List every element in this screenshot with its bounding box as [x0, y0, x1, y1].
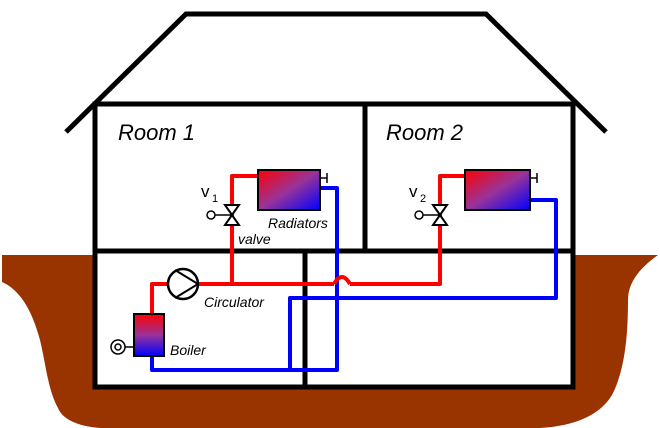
room-2-label: Room 2 — [386, 120, 463, 145]
room-1-label: Room 1 — [118, 120, 195, 145]
v1-subscript: 1 — [212, 193, 218, 205]
valve-1-icon — [206, 204, 241, 226]
v1-label: v — [201, 182, 210, 201]
circulator-label: Circulator — [204, 294, 265, 310]
v2-subscript: 2 — [420, 193, 426, 205]
hot-supply-pipes — [150, 174, 465, 314]
valve-2-icon — [414, 204, 449, 226]
radiator-2 — [464, 169, 538, 211]
valve-label: valve — [238, 231, 271, 247]
roof — [64, 11, 608, 134]
circulator-icon — [166, 267, 200, 301]
boiler-label: Boiler — [170, 342, 207, 358]
cold-return-pipes — [150, 186, 558, 372]
radiators-label: Radiators — [268, 215, 328, 231]
radiator-1 — [257, 169, 328, 211]
boiler-icon — [110, 313, 165, 357]
house-body — [92, 101, 576, 390]
v2-label: v — [409, 182, 418, 201]
